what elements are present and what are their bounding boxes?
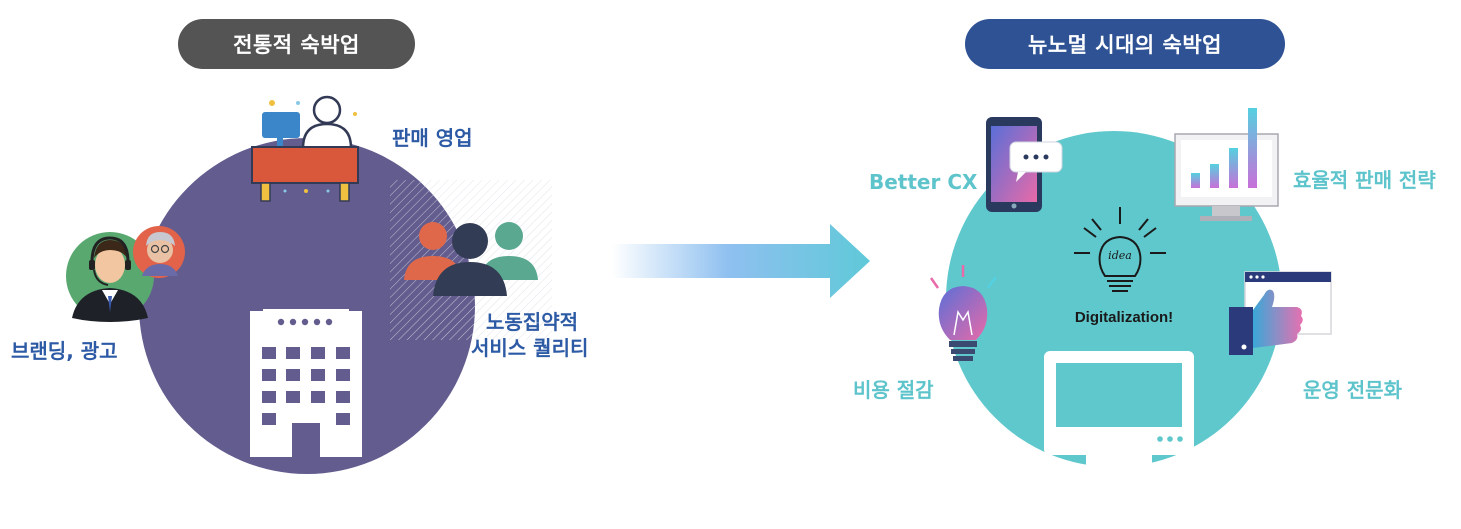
- label-labor-line2: 서비스 퀄리티: [471, 336, 589, 360]
- label-labor-line1: 노동집약적: [486, 310, 578, 334]
- monitor-icon: [1044, 351, 1194, 467]
- new-normal-circle: [946, 131, 1282, 467]
- bulb-text: idea: [1108, 249, 1132, 262]
- transition-arrow: [612, 224, 870, 298]
- label-better-cx: Better CX: [869, 170, 978, 194]
- headset-agent-icon: [66, 232, 154, 322]
- hotel-building-icon: [250, 309, 362, 457]
- label-strategy: 효율적 판매 전략: [1293, 168, 1436, 192]
- traditional-title-pill: 전통적 숙박업: [178, 19, 415, 69]
- people-group-icon: [404, 222, 538, 296]
- label-branding: 브랜딩, 광고: [11, 339, 118, 363]
- label-sales: 판매 영업: [392, 126, 473, 150]
- idea-bulb-icon: idea: [1074, 207, 1166, 292]
- label-ops: 운영 전문화: [1303, 378, 1402, 402]
- new-normal-title-pill: 뉴노멀 시대의 숙박업: [965, 19, 1285, 69]
- elderly-guest-icon: [133, 226, 185, 278]
- thumbs-up-icon: [1229, 271, 1332, 355]
- lightbulb-icon: [929, 265, 998, 361]
- bar-chart-monitor-icon: [1174, 108, 1279, 221]
- label-cost: 비용 절감: [853, 378, 934, 402]
- sales-desk-icon: [251, 95, 359, 202]
- center-text: Digitalization!: [1075, 309, 1173, 326]
- tablet-chat-icon: [986, 117, 1063, 212]
